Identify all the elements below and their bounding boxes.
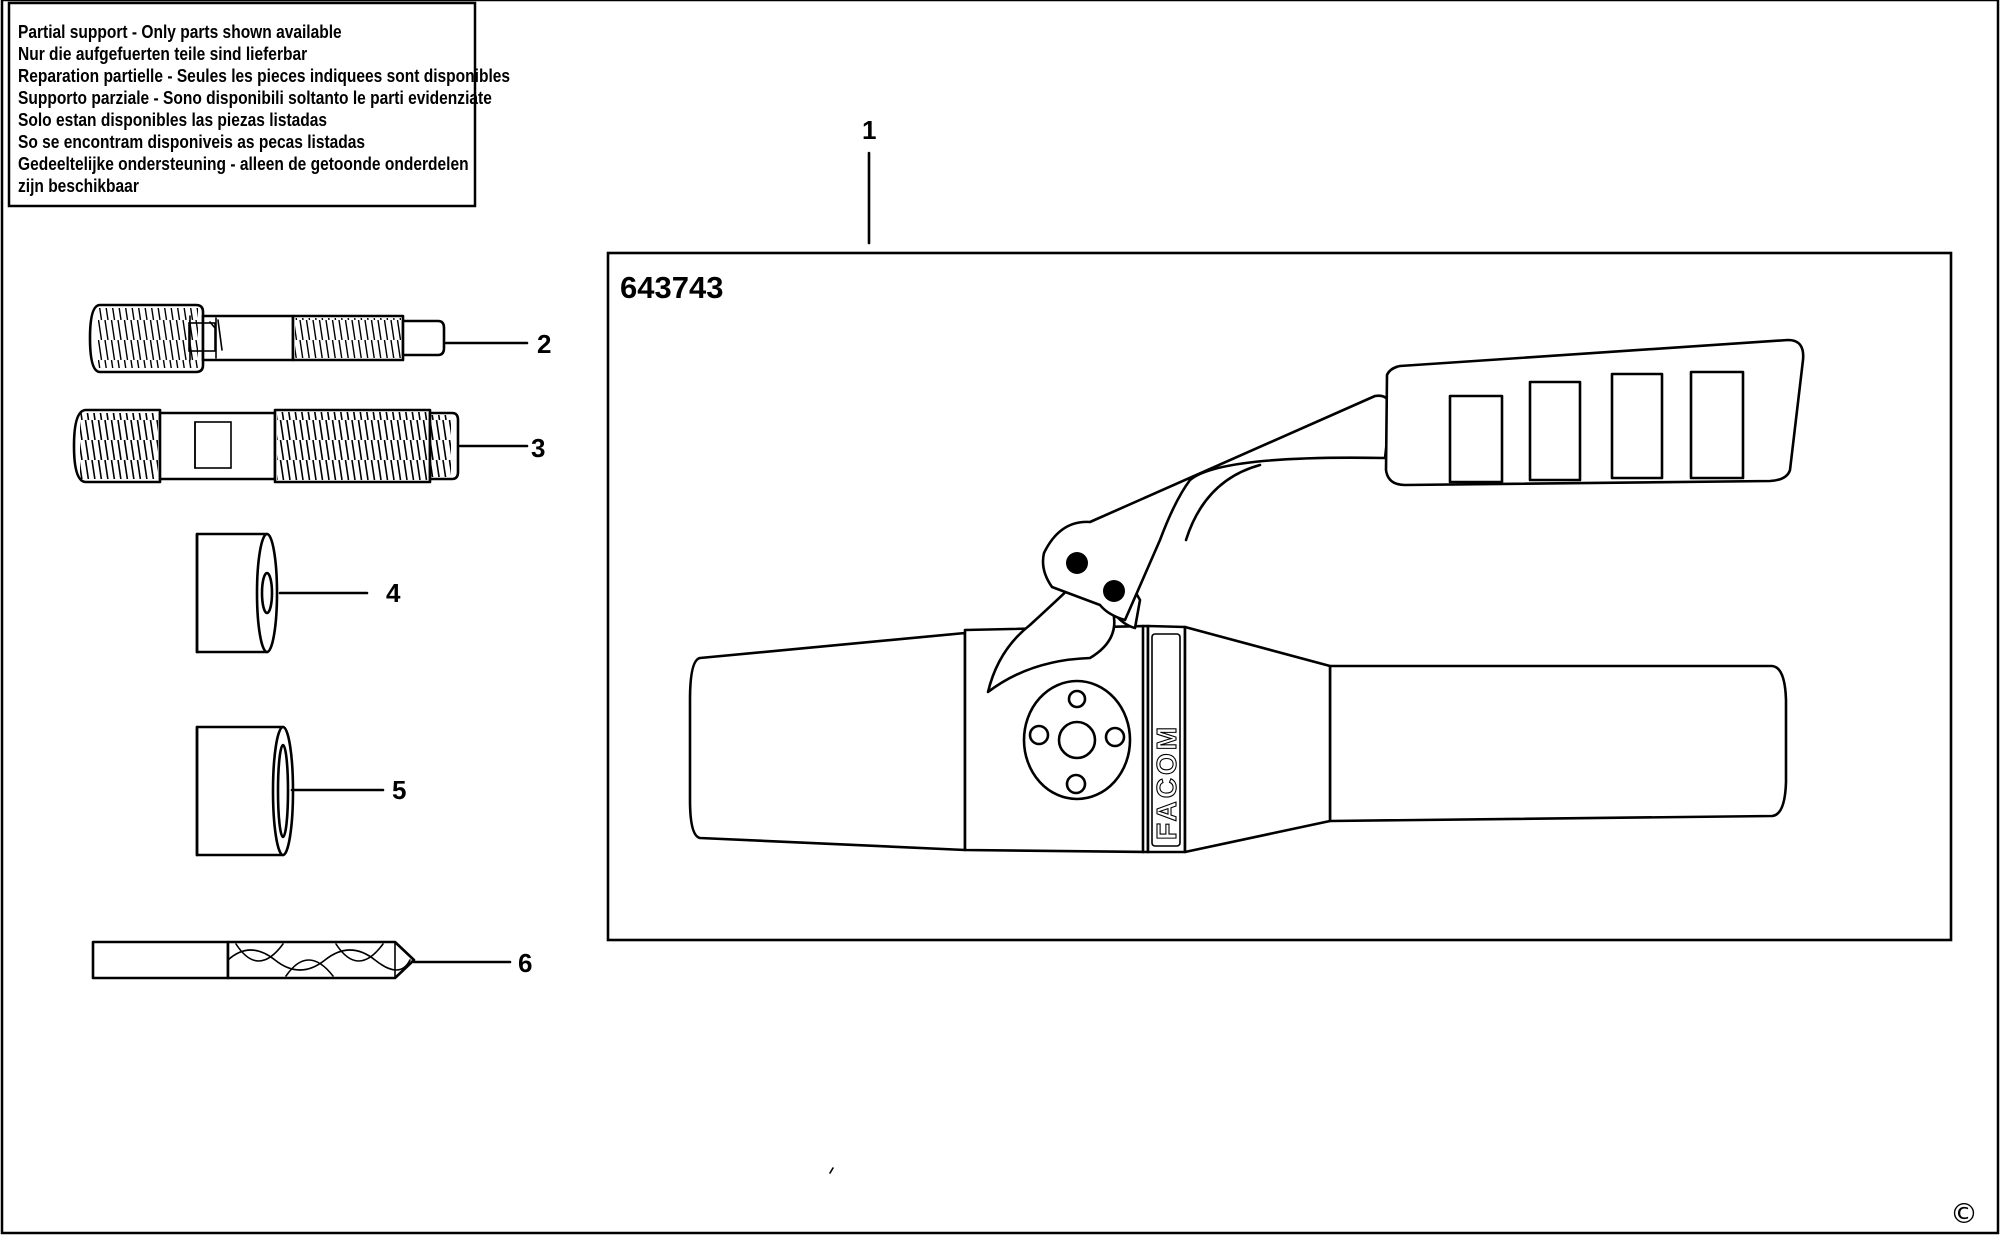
callout-1: 1 — [862, 115, 876, 145]
callout-5: 5 — [392, 775, 406, 805]
callout-3: 3 — [531, 433, 545, 463]
part-number: 643743 — [620, 270, 723, 305]
notice-frame — [7, 1, 477, 208]
threaded-bolt-icon — [88, 303, 446, 374]
notice-line: Supporto parziale - Sono disponibili sol… — [18, 88, 492, 109]
callout-2: 2 — [537, 329, 551, 359]
copyright-mark: © — [1950, 1197, 1978, 1230]
callout-6: 6 — [518, 948, 532, 978]
notice-line: Reparation partielle - Seules les pieces… — [18, 66, 510, 87]
notice-line: Nur die aufgefuerten teile sind lieferba… — [18, 44, 307, 65]
notice-line: zijn beschikbaar — [18, 176, 139, 197]
availability-notice: Partial support - Only parts shown avail… — [7, 1, 510, 208]
stray-mark — [829, 1167, 834, 1174]
short-bushing-icon — [195, 532, 279, 654]
threaded-stud-icon — [72, 408, 460, 484]
notice-line: So se encontram disponiveis as pecas lis… — [18, 132, 365, 153]
notice-line: Gedeeltelijke ondersteuning - alleen de … — [18, 154, 469, 175]
long-bushing-icon — [195, 725, 295, 857]
callout-leaders — [278, 341, 529, 964]
notice-line: Partial support - Only parts shown avail… — [18, 22, 342, 43]
notice-line: Solo estan disponibles las piezas listad… — [18, 110, 327, 131]
drill-bit-icon — [91, 940, 416, 980]
hydraulic-tool-icon — [688, 338, 1805, 854]
callout-4: 4 — [386, 578, 401, 608]
brand-logo: FACOM — [1151, 724, 1182, 840]
